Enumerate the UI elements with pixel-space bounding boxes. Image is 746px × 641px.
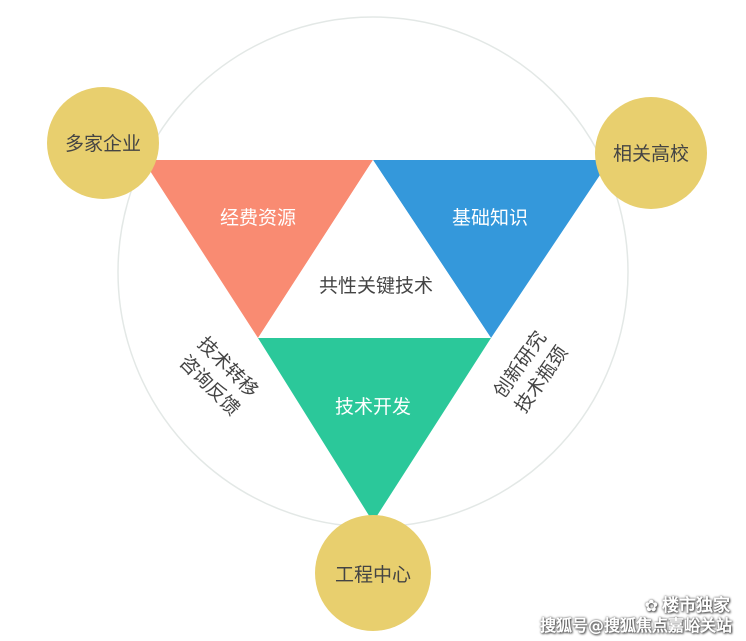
right-triangle bbox=[373, 160, 610, 338]
bottom-triangle bbox=[258, 338, 491, 522]
triangle-label-center: 共性关键技术 bbox=[319, 275, 433, 297]
watermark-line1-text: 楼市独家 bbox=[662, 596, 730, 617]
triangle-label-left: 经费资源 bbox=[220, 207, 296, 229]
right-side-labels: 创新研究 技术瓶颈 bbox=[489, 327, 572, 417]
top-left-circle bbox=[47, 87, 159, 199]
watermark: ✿楼市独家 搜狐号@搜狐焦点嘉峪关站 bbox=[539, 596, 732, 635]
bottom-circle bbox=[315, 515, 431, 631]
watermark-line1: ✿楼市独家 bbox=[540, 596, 732, 617]
triangle-label-bottom: 技术开发 bbox=[335, 396, 411, 418]
circle-label-bottom: 工程中心 bbox=[335, 564, 411, 586]
watermark-line2: 搜狐号@搜狐焦点嘉峪关站 bbox=[539, 615, 732, 635]
wechat-icon: ✿ bbox=[644, 596, 658, 616]
triangle-label-right: 基础知识 bbox=[452, 207, 528, 229]
center-triangle bbox=[258, 160, 491, 338]
left-triangle bbox=[143, 160, 373, 338]
top-right-circle bbox=[595, 97, 707, 209]
left-side-labels: 技术转移 咨询反馈 bbox=[175, 333, 263, 421]
circle-label-top-right: 相关高校 bbox=[613, 143, 689, 165]
circle-label-top-left: 多家企业 bbox=[65, 133, 141, 155]
